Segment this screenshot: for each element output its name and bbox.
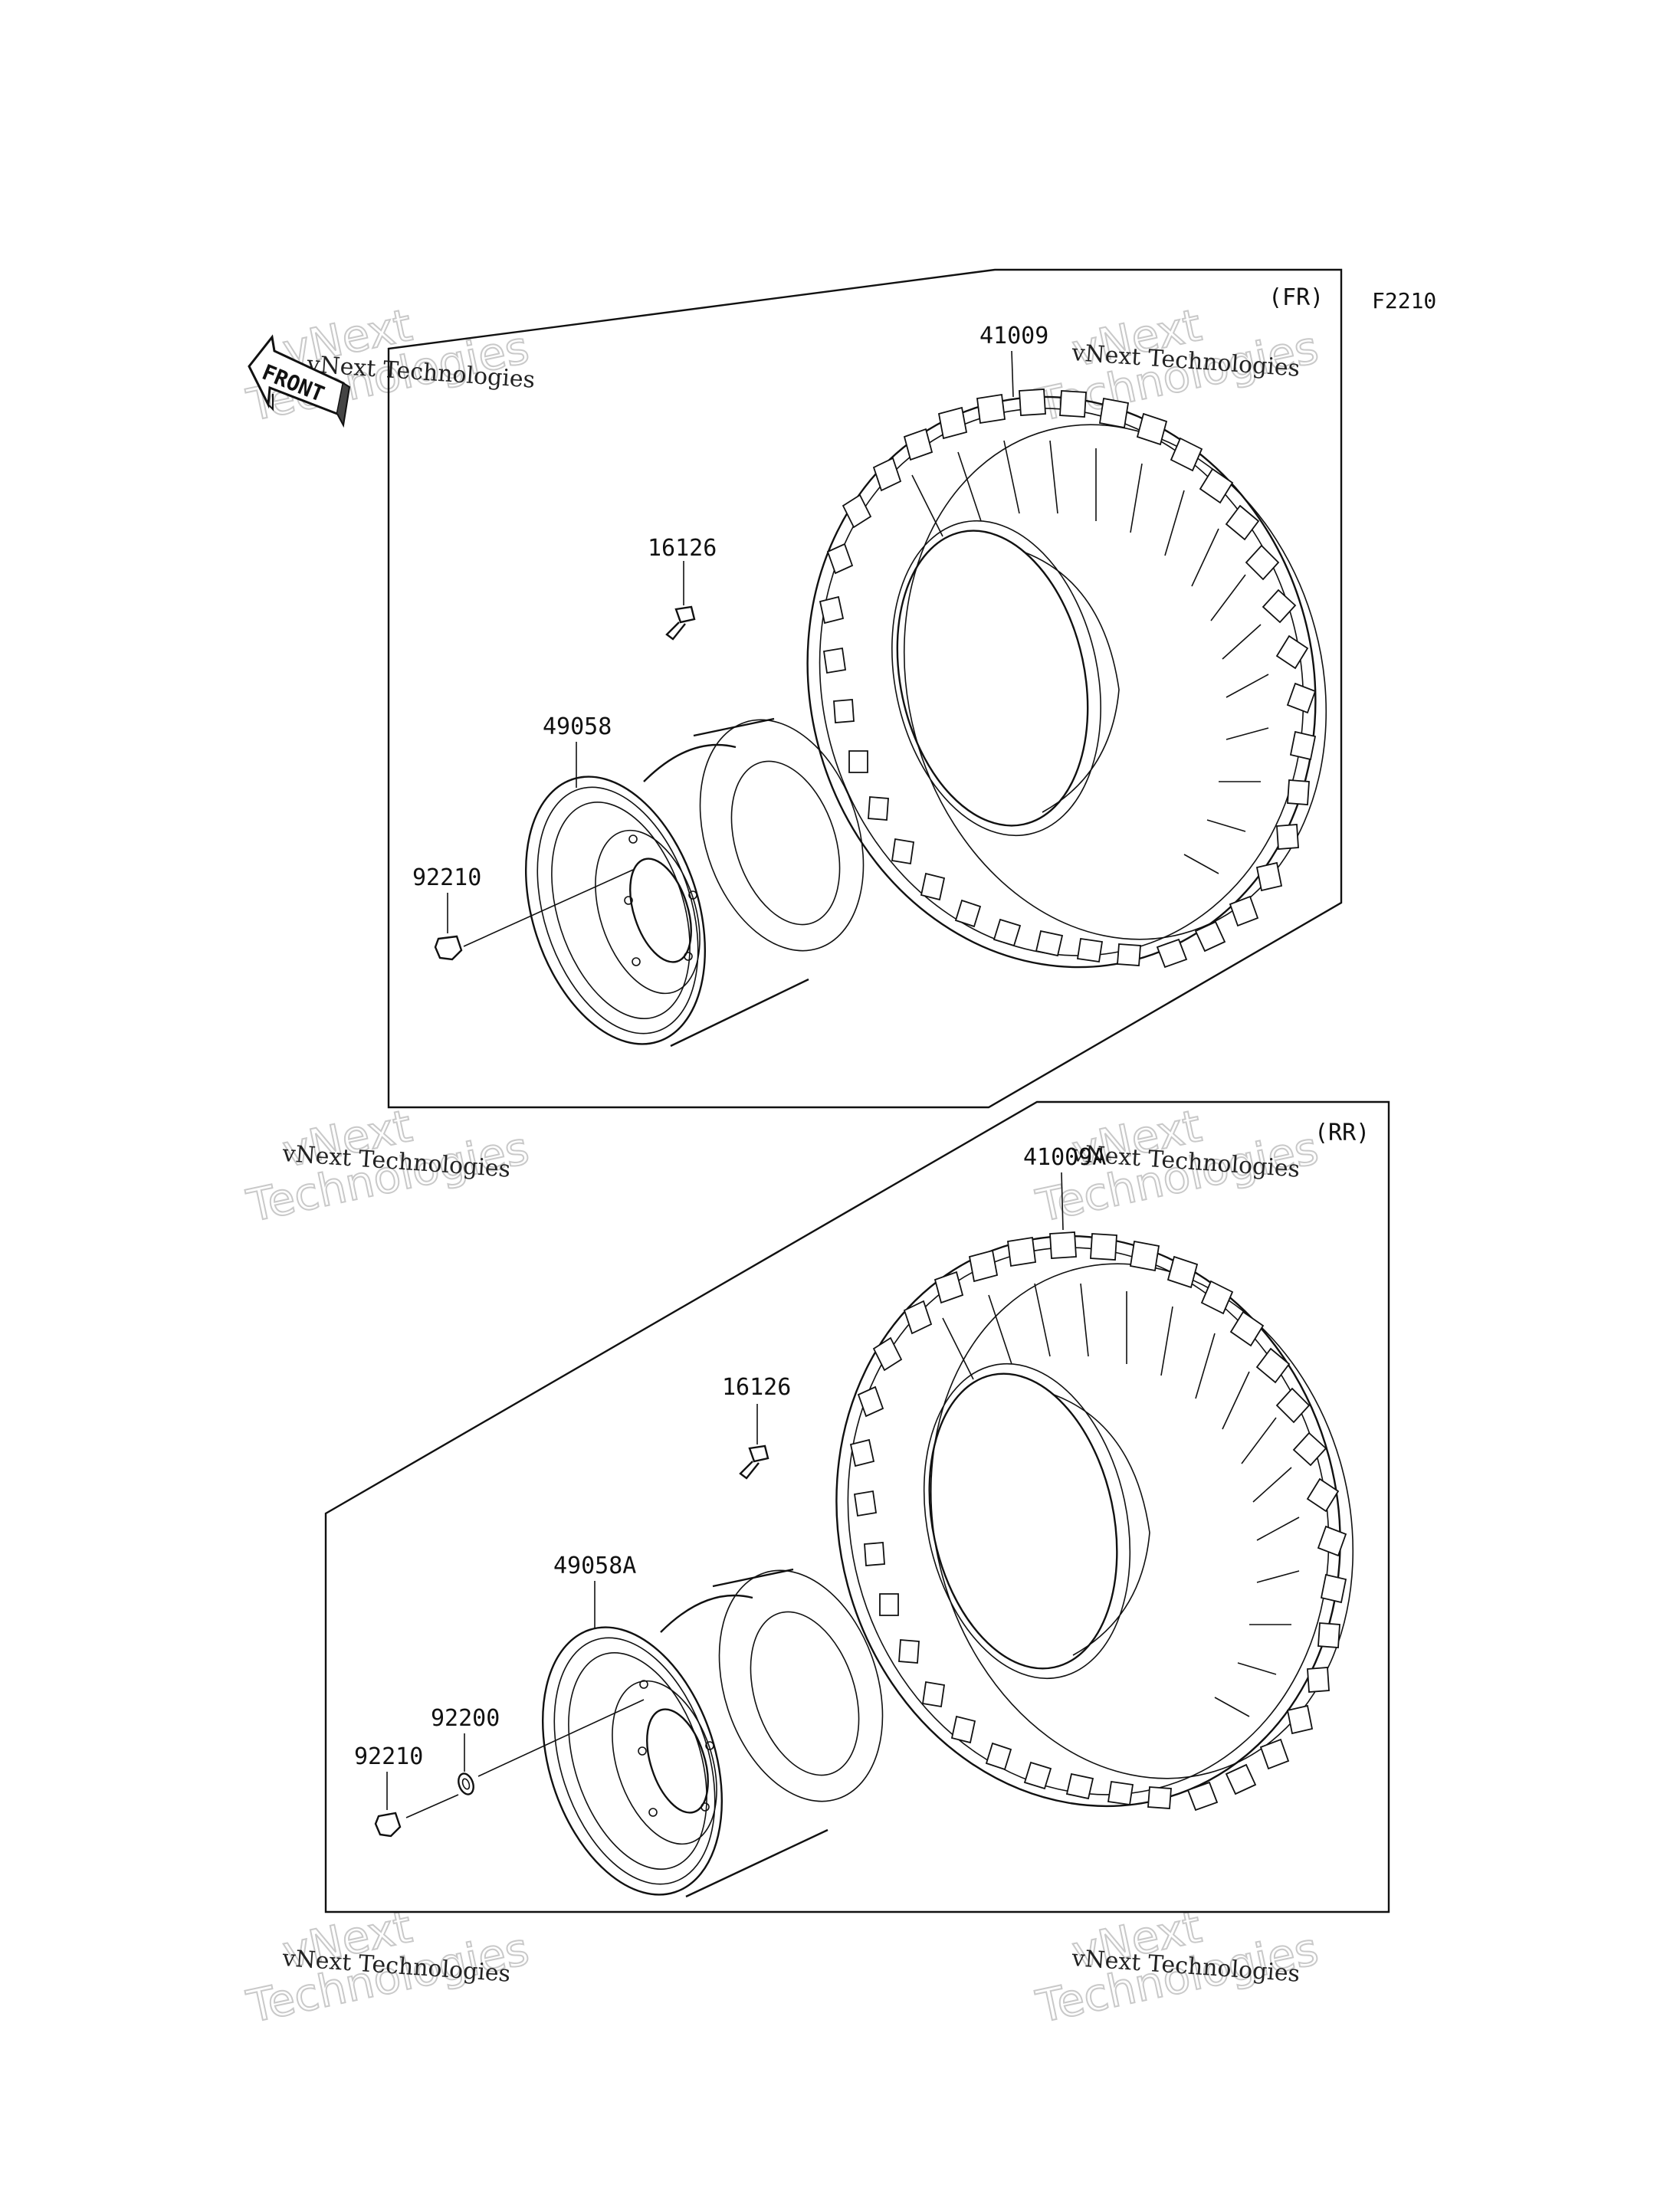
nut-rear [374,1699,645,1838]
valve-front [665,561,696,641]
valve-rear [739,1404,769,1480]
section-rear-border [324,1100,1390,1913]
part-label-41009: 41009 [979,323,1048,349]
tire-front [806,389,1327,969]
part-label-16126: 16126 [722,1374,791,1401]
tire-rear [835,1231,1354,1812]
part-label-49058A: 49058A [553,1553,636,1579]
part-label-92210: 92210 [354,1743,423,1770]
washer-rear [458,1733,474,1795]
part-label-92210: 92210 [412,864,481,891]
rim-rear [541,1568,884,1898]
part-label-16126: 16126 [648,535,717,562]
diagram-code: F2210 [1372,288,1436,313]
part-label-41009A: 41009A [1023,1144,1106,1171]
section-front-border [387,268,1343,1109]
section-rear: (RR) [324,1100,1390,1913]
rim-front [524,717,865,1048]
nut-front [434,869,634,961]
section-front-tag: (FR) [1268,284,1324,311]
tire-rear-tread [849,1231,1347,1812]
section-front: (FR) [387,268,1343,1109]
section-rear-tag: (RR) [1314,1120,1370,1146]
tire-front-tread [819,389,1317,969]
part-label-92200: 92200 [431,1705,500,1732]
part-label-49058: 49058 [543,713,612,740]
